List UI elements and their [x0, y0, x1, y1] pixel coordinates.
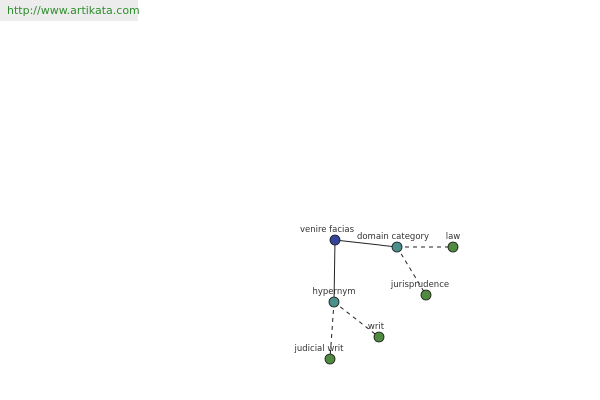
url-banner: http://www.artikata.com	[0, 0, 140, 21]
node-hypernym[interactable]	[328, 296, 340, 308]
edge-venire-facias-to-hypernym	[333, 239, 336, 303]
node-jurisprudence[interactable]	[420, 289, 432, 301]
node-judicial-writ[interactable]	[324, 353, 336, 365]
edge-hypernym-to-writ	[333, 301, 380, 338]
edges-layer	[329, 239, 453, 360]
edge-hypernym-to-judicial-writ	[329, 301, 335, 360]
edge-domain-category-to-jurisprudence	[396, 246, 427, 296]
node-law[interactable]	[447, 241, 459, 253]
node-writ[interactable]	[373, 331, 385, 343]
site-url[interactable]: http://www.artikata.com	[7, 4, 140, 17]
node-label-venire-facias: venire facias	[300, 225, 355, 235]
node-label-judicial-writ: judicial writ	[294, 344, 345, 354]
node-label-domain-category: domain category	[357, 232, 429, 242]
node-domain-category[interactable]	[391, 241, 403, 253]
node-label-hypernym: hypernym	[312, 287, 355, 297]
node-label-writ: writ	[368, 322, 385, 332]
node-label-jurisprudence: jurisprudence	[390, 280, 449, 290]
edge-venire-facias-to-domain-category	[334, 239, 398, 248]
node-venire-facias[interactable]	[329, 234, 341, 246]
node-label-law: law	[446, 232, 461, 242]
nodes-layer	[324, 234, 459, 365]
